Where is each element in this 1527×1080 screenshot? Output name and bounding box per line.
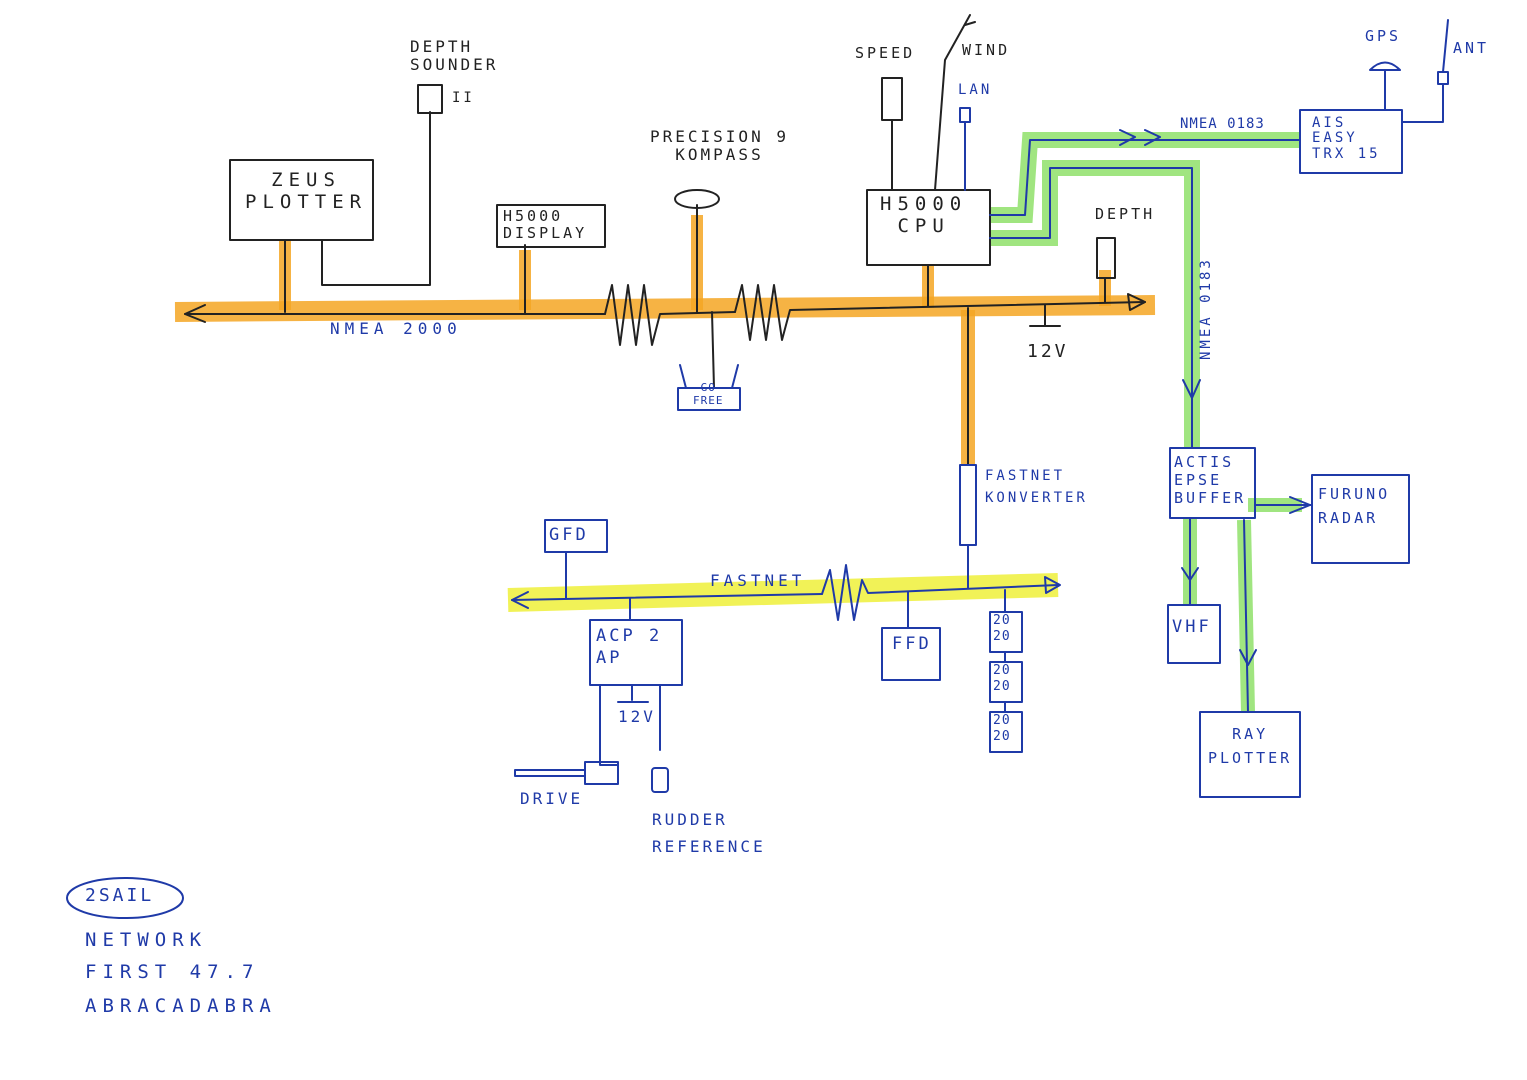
12v-top-label: 12V bbox=[1027, 341, 1069, 362]
h5000-display-label: H5000 DISPLAY bbox=[503, 207, 588, 243]
furuno-radar-label: FURUNO RADAR bbox=[1318, 485, 1391, 527]
depth-sounder-box bbox=[417, 84, 443, 114]
furuno-radar-box bbox=[1311, 474, 1410, 564]
wind-label: WIND bbox=[962, 41, 1011, 59]
nmea2000-bus bbox=[184, 111, 1146, 466]
speed-label: SPEED bbox=[855, 44, 916, 62]
nmea0183-highlight bbox=[990, 132, 1302, 713]
depth-sounder-label: DEPTH SOUNDER bbox=[410, 37, 499, 75]
acp2-box bbox=[589, 619, 683, 686]
ant-label: ANT bbox=[1453, 39, 1490, 57]
gps-label: GPS bbox=[1365, 27, 1402, 45]
zeus-plotter-box bbox=[229, 159, 374, 241]
blue-wiring bbox=[66, 19, 1449, 919]
ffd-box bbox=[881, 627, 941, 681]
vhf-box bbox=[1167, 604, 1221, 664]
fastnet-konverter-box bbox=[959, 464, 977, 546]
compass-symbol bbox=[674, 189, 720, 209]
drive-label: DRIVE bbox=[520, 789, 584, 808]
acp2-label: ACP 2 AP bbox=[596, 626, 663, 669]
depth-sounder-number: II bbox=[452, 90, 475, 106]
vhf-label: VHF bbox=[1172, 617, 1212, 637]
ray-plotter-label: RAY PLOTTER bbox=[1208, 725, 1293, 767]
h5000-display-box bbox=[496, 204, 606, 248]
abracadabra-label: ABRACADABRA bbox=[85, 995, 277, 1017]
ais-label: AIS EASY TRX 15 bbox=[1312, 115, 1381, 162]
logo-oval bbox=[66, 877, 184, 919]
speed-sensor-box bbox=[881, 77, 903, 121]
nmea2000-label: NMEA 2000 bbox=[330, 319, 462, 338]
network-label: NETWORK bbox=[85, 929, 208, 951]
zeus-plotter-label: ZEUS PLOTTER bbox=[245, 169, 368, 213]
wind-mast bbox=[934, 14, 976, 191]
instrument-2020-label-2: 20 20 bbox=[993, 663, 1011, 694]
12v-bottom-label: 12V bbox=[618, 707, 656, 726]
actis-box bbox=[1169, 447, 1256, 519]
instrument-2020-label-3: 20 20 bbox=[993, 713, 1011, 744]
fastnet-konverter-label: FASTNET KONVERTER bbox=[985, 468, 1088, 507]
instrument-2020-label-1: 20 20 bbox=[993, 613, 1011, 644]
fastnet-label: FASTNET bbox=[710, 571, 806, 590]
actis-label: ACTIS EPSE BUFFER bbox=[1174, 453, 1247, 507]
rudder-reference-label: RUDDER REFERENCE bbox=[652, 810, 766, 857]
h5000-cpu-label: H5000 CPU bbox=[880, 193, 968, 237]
go-free-label: GO FREE bbox=[693, 381, 724, 407]
precision9-label: PRECISION 9 KOMPASS bbox=[650, 127, 789, 165]
2sail-logo-label: 2SAIL bbox=[85, 885, 155, 906]
nmea0183-horizontal-label: NMEA 0183 bbox=[1180, 116, 1265, 132]
ray-plotter-box bbox=[1199, 711, 1301, 798]
depth-sensor-box bbox=[1096, 237, 1116, 279]
first-label: FIRST 47.7 bbox=[85, 961, 260, 983]
gfd-box bbox=[544, 519, 608, 553]
lan-label: LAN bbox=[958, 82, 993, 98]
nmea0183-vertical-label: NMEA 0183 bbox=[1198, 257, 1214, 360]
ais-box bbox=[1299, 109, 1403, 174]
depth-label: DEPTH bbox=[1095, 205, 1156, 223]
ffd-label: FFD bbox=[892, 634, 932, 654]
gfd-label: GFD bbox=[549, 525, 589, 545]
h5000-cpu-box bbox=[866, 189, 991, 266]
